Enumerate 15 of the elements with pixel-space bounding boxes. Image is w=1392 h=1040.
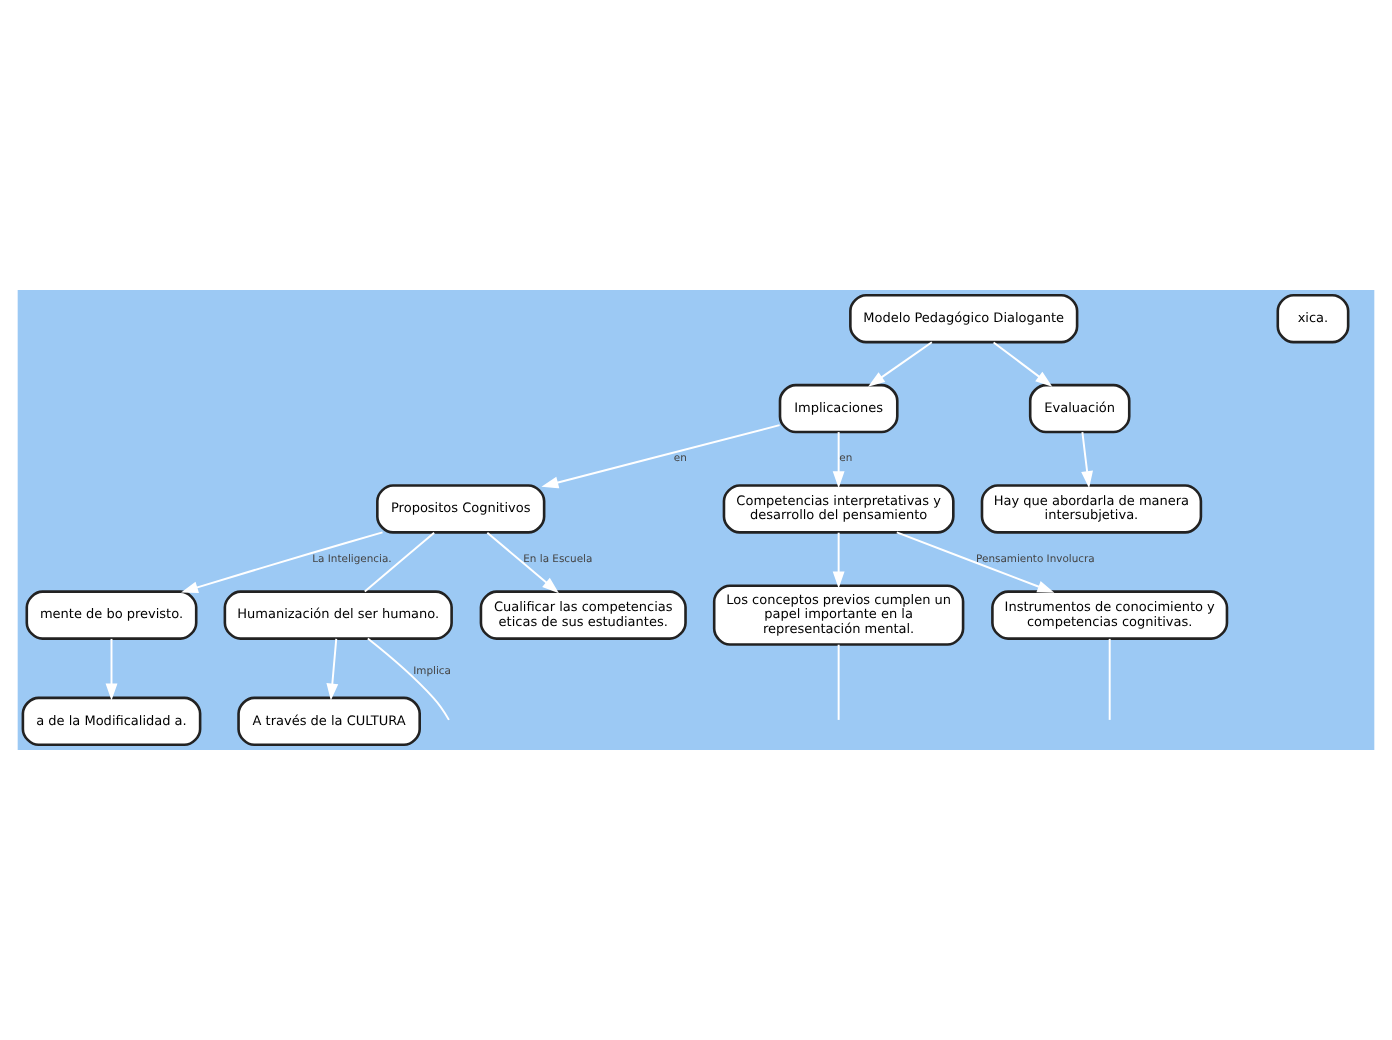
arrow — [541, 424, 781, 489]
connector — [366, 637, 450, 721]
connector — [1108, 637, 1111, 721]
arrow — [992, 341, 1053, 387]
arrow — [895, 531, 1055, 593]
arrow — [326, 637, 339, 701]
connector — [363, 531, 436, 593]
arrow — [486, 531, 559, 594]
arrow — [1081, 431, 1093, 489]
arrow — [181, 531, 384, 594]
connector — [837, 643, 840, 721]
arrow — [832, 431, 845, 489]
arrow — [832, 531, 845, 589]
arrow — [105, 637, 118, 701]
arrow — [868, 341, 933, 387]
